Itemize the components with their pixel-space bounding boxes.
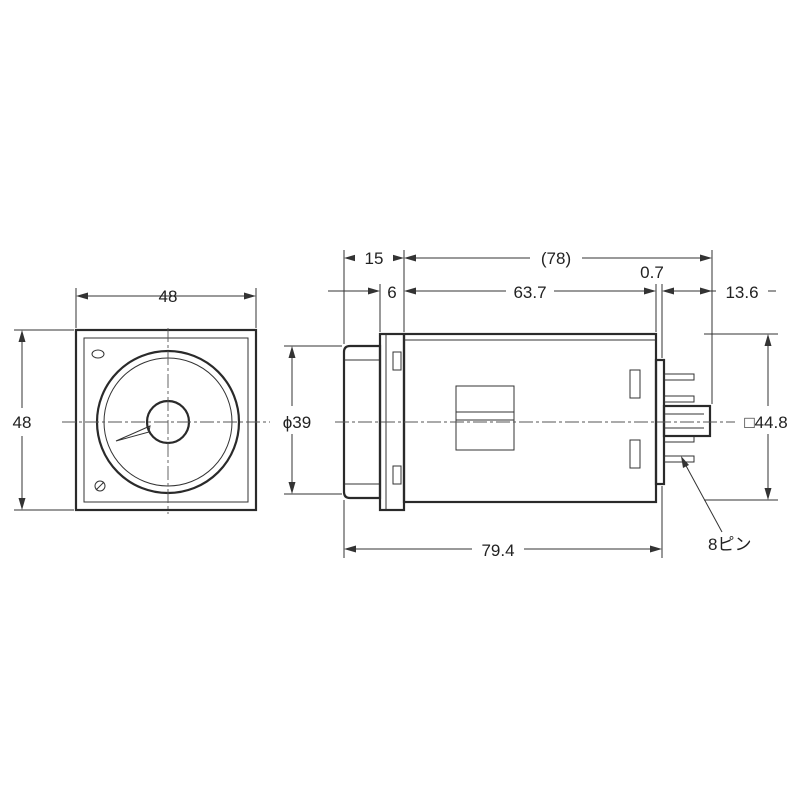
dim-794-arrow-right <box>650 545 662 553</box>
front-bezel-inner <box>83 337 249 503</box>
dim-sq448-arrow-top <box>764 334 772 346</box>
dim-637-text-bg <box>506 280 554 300</box>
screw-head <box>94 480 106 492</box>
dim-dia39-arrow-top <box>288 346 296 358</box>
dim-dia39-arrow-bottom <box>288 482 296 494</box>
dim-6-label: 6 <box>387 283 396 302</box>
main-body <box>402 332 658 504</box>
dial-pointer <box>115 425 151 442</box>
dim-136-arrow-left <box>662 287 674 295</box>
screw-slot <box>95 481 105 491</box>
pins-leader-arrow <box>681 456 689 468</box>
pin <box>663 455 695 463</box>
dim-6-arrow-left <box>368 287 380 295</box>
center-key <box>662 404 712 438</box>
flange-latch-top <box>392 351 402 371</box>
dim-637-arrow-right <box>644 287 656 295</box>
dim-15-label: 15 <box>365 249 384 268</box>
pins <box>662 373 712 463</box>
front-width-arrow-right <box>244 292 256 300</box>
pins-label: 8ピン <box>708 535 751 554</box>
dim-sq448-label: □44.8 <box>744 413 787 432</box>
front-width-arrow-left <box>76 292 88 300</box>
dim-78-text-bg <box>530 246 582 266</box>
dim-78-label: (78) <box>541 249 571 268</box>
dim-794-text-bg <box>472 538 524 558</box>
pin <box>663 395 695 403</box>
front-bezel-outer <box>74 328 258 512</box>
dim-15-text-bg <box>355 246 393 266</box>
dim-dia39-text-bg <box>272 410 322 430</box>
dim-136-arrow-right <box>700 287 712 295</box>
center-label <box>455 385 515 451</box>
body-slot-top <box>629 369 641 399</box>
dim-07-label: 0.7 <box>640 263 664 282</box>
front-height-label: 48 <box>13 413 32 432</box>
dim-15-arrow-right <box>392 254 404 262</box>
body-slot-bottom <box>629 439 641 469</box>
pin <box>663 373 695 381</box>
side-view: 15 (78) 0.7 6 63.7 13.6 ϕ39 <box>272 246 796 560</box>
dim-136-label: 13.6 <box>725 283 758 302</box>
flange-latch-bottom <box>392 465 402 485</box>
front-height-arrow-bottom <box>18 498 26 510</box>
dim-794-arrow-left <box>344 545 356 553</box>
dim-dia39-label: ϕ39 <box>283 413 311 432</box>
dim-sq448-text-bg <box>736 410 796 430</box>
front-cap <box>342 344 382 500</box>
dim-15-arrow-left <box>344 254 356 262</box>
dim-637-label: 63.7 <box>513 283 546 302</box>
indicator-lamp <box>91 349 105 359</box>
dim-78-arrow-left <box>404 254 416 262</box>
front-width-label: 48 <box>159 287 178 306</box>
dim-sq448-arrow-bottom <box>764 488 772 500</box>
front-view: 48 48 <box>13 287 270 514</box>
pins-leader <box>683 461 723 533</box>
front-height-arrow-top <box>18 330 26 342</box>
dim-136-text-bg <box>716 280 768 300</box>
dim-794-label: 79.4 <box>481 541 514 560</box>
dim-78-arrow-right <box>700 254 712 262</box>
